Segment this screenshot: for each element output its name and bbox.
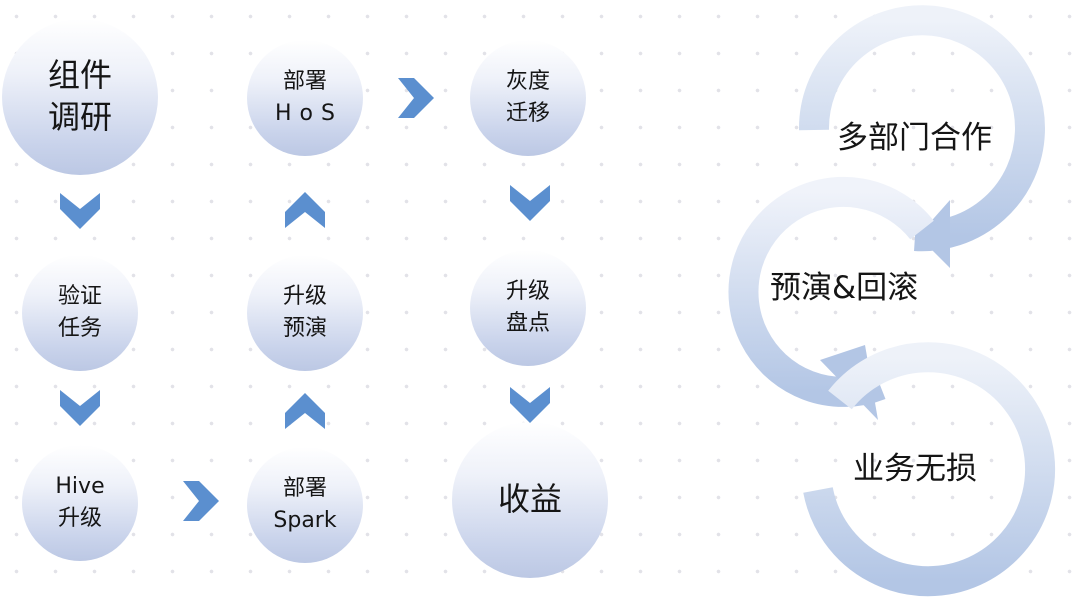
- chevron-right-icon: [183, 481, 219, 521]
- node-label: Spark: [273, 508, 337, 533]
- node-label: 迁移: [505, 101, 550, 126]
- node-label: 预演: [282, 316, 327, 341]
- chevron-up-icon: [285, 393, 325, 429]
- node-label: 升级: [505, 279, 550, 305]
- chevron-up-icon: [285, 192, 325, 228]
- node-deploy-hos: 部署 HoS: [247, 40, 363, 156]
- chevron-down-icon: [510, 387, 550, 423]
- node-label: HoS: [275, 101, 343, 126]
- node-label: 灰度: [505, 69, 550, 95]
- node-hive-upgrade: Hive 升级: [22, 445, 138, 561]
- node-label: 收益: [497, 480, 562, 519]
- node-component-research: 组件 调研: [2, 19, 158, 175]
- node-label: 升级: [282, 284, 327, 310]
- node-label: 验证: [57, 284, 102, 310]
- node-label: 部署: [282, 69, 327, 95]
- node-label: Hive: [55, 474, 105, 500]
- chevron-down-icon: [60, 193, 100, 229]
- ring-arrow-1: [798, 5, 1045, 268]
- cycle-label-rehearsal-rollback: 预演&回滚: [770, 270, 919, 306]
- node-upgrade-rehearsal: 升级 预演: [247, 255, 363, 371]
- chevron-down-icon: [60, 390, 100, 426]
- node-deploy-spark: 部署 Spark: [247, 447, 363, 563]
- cycle-label-no-business-loss: 业务无损: [853, 451, 977, 487]
- node-label: 调研: [47, 98, 112, 136]
- node-label: 组件: [47, 56, 112, 95]
- chevron-down-icon: [510, 185, 550, 221]
- node-verify-tasks: 验证 任务: [22, 255, 138, 371]
- node-label: 升级: [57, 506, 102, 531]
- node-upgrade-inventory: 升级 盘点: [470, 250, 586, 366]
- chevron-right-icon: [398, 78, 434, 118]
- node-label: 盘点: [505, 311, 550, 336]
- ring-3: [803, 342, 1055, 597]
- cycle-label-collaboration: 多部门合作: [837, 120, 992, 156]
- node-gray-migration: 灰度 迁移: [470, 40, 586, 156]
- node-label: 部署: [282, 476, 327, 502]
- node-label: 任务: [57, 316, 102, 341]
- node-benefits: 收益: [452, 422, 608, 578]
